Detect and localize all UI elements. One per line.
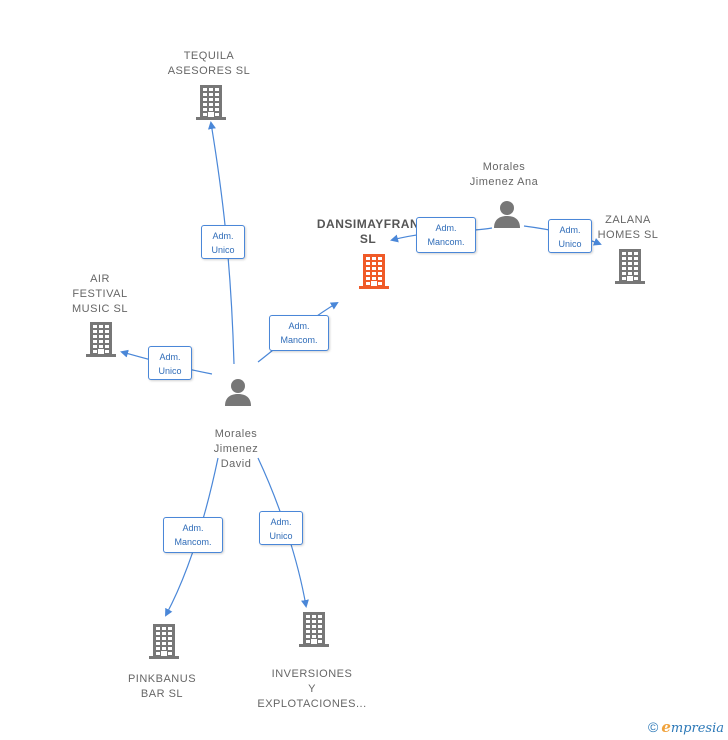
edge-role-text: Adm. [435, 223, 457, 233]
node-label-tequila[interactable]: TEQUILA ASESORES SL [139, 49, 279, 79]
person-icon [494, 201, 520, 228]
node-tequila[interactable] [195, 84, 227, 125]
building-icon [615, 249, 645, 284]
edge-role-text: Adm. [159, 352, 181, 362]
edge-role-text: Adm. [182, 523, 204, 533]
edge-role-text: Mancom. [427, 237, 465, 247]
node-air[interactable] [85, 321, 117, 362]
node-label-line: ASESORES SL [167, 65, 251, 77]
node-label-line: TEQUILA [183, 50, 235, 62]
node-label-zalana[interactable]: ZALANA HOMES SL [558, 213, 698, 243]
edge-role-badge[interactable]: Adm. Unico [148, 346, 192, 380]
building-icon [359, 254, 389, 289]
building-icon [86, 322, 116, 357]
copyright-symbol: © [647, 719, 659, 735]
node-label-line: Jimenez Ana [469, 176, 539, 188]
node-label-pinkbanus[interactable]: PINKBANUS BAR SL [92, 672, 232, 702]
node-label-line: Jimenez [213, 442, 259, 455]
node-label-line: PINKBANUS [127, 672, 197, 685]
node-label-line: Y [308, 682, 316, 695]
node-label-line: David [220, 457, 252, 470]
empresia-watermark: ©empresia [648, 718, 724, 736]
node-dansimay[interactable] [358, 253, 390, 294]
building-icon [149, 624, 179, 659]
node-label-line: INVERSIONES [271, 667, 353, 680]
building-icon [299, 612, 329, 647]
edge-role-text: Unico [558, 239, 582, 249]
node-label-line: MUSIC SL [72, 302, 128, 315]
building-icon [196, 85, 226, 120]
node-label-line: HOMES SL [597, 229, 659, 241]
node-pinkbanus[interactable] [148, 623, 180, 664]
edge-role-text: Unico [269, 531, 293, 541]
brand-initial: e [661, 718, 671, 736]
node-label-line: Morales [214, 427, 258, 440]
edge-role-badge[interactable]: Adm. Mancom. [163, 517, 223, 553]
node-label-line: AIR [90, 272, 110, 285]
node-label-air[interactable]: AIR FESTIVAL MUSIC SL [30, 272, 170, 317]
edge-role-badge[interactable]: Adm. Mancom. [416, 217, 476, 253]
edge-role-text: Adm. [212, 231, 234, 241]
edge-role-text: Mancom. [174, 537, 212, 547]
edge-role-text: Adm. [270, 517, 292, 527]
edge-role-text: Mancom. [280, 335, 318, 345]
edge-role-badge[interactable]: Adm. Unico [201, 225, 245, 259]
node-inversiones[interactable] [298, 611, 330, 652]
edge-role-badge[interactable]: Adm. Unico [548, 219, 592, 253]
person-icon [225, 379, 251, 406]
edge-role-text: Unico [158, 366, 182, 376]
node-morales_ana[interactable] [492, 199, 522, 234]
edge-role-badge[interactable]: Adm. Mancom. [269, 315, 329, 351]
node-label-line: FESTIVAL [72, 287, 128, 300]
node-label-line: EXPLOTACIONES... [257, 697, 367, 710]
node-label-line: ZALANA [605, 214, 651, 226]
node-label-line: Morales [482, 161, 526, 173]
edge-role-badge[interactable]: Adm. Unico [259, 511, 303, 545]
brand-name: mpresia [670, 721, 724, 736]
edge-role-text: Adm. [288, 321, 310, 331]
edge-role-text: Adm. [559, 225, 581, 235]
node-label-line: DANSIMAYFRAN [316, 217, 420, 231]
edge-role-text: Unico [211, 245, 235, 255]
node-label-line: SL [359, 232, 377, 246]
node-zalana[interactable] [614, 248, 646, 289]
node-morales_david[interactable] [223, 377, 253, 412]
node-label-line: BAR SL [140, 687, 184, 700]
node-label-inversiones[interactable]: INVERSIONES Y EXPLOTACIONES... [242, 667, 382, 712]
